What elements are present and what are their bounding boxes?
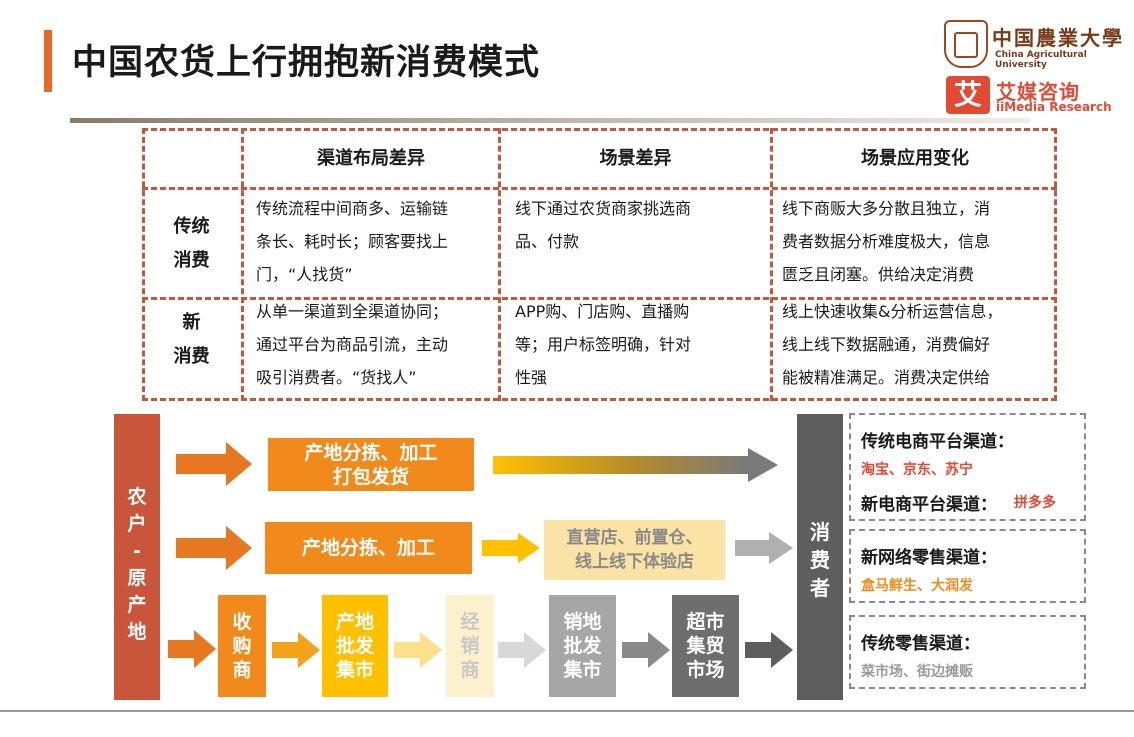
table-cell: 线下通过农货商家挑选商 品、付款 (515, 199, 692, 251)
source-farmer-box: 农 户 - 原 产 地 (114, 414, 160, 700)
flow-arrow (272, 632, 320, 668)
flow-arrow (394, 632, 442, 668)
iimedia-logo-mark: 艾 (946, 76, 990, 114)
cau-logo-name: 中国農業大學 (992, 26, 1124, 50)
channel-examples: 拼多多 (1014, 495, 1056, 511)
flow-arrow (176, 526, 252, 570)
cau-logo-en: China Agricultural University (995, 50, 1087, 70)
flow-arrow (482, 533, 540, 563)
channel-title: 传统零售渠道： (861, 634, 980, 654)
flow-arrow (735, 532, 793, 564)
row2-retail-box: 直营店、前置仓、 线上线下体验店 (544, 520, 725, 580)
table-cell: 从单一渠道到全渠道协同； 通过平台为商品引流，主动 吸引消费者。“货找人” (256, 302, 449, 387)
channel-box-new-retail: 新网络零售渠道： 盒马鲜生、大润发 (849, 529, 1086, 603)
table-header: 场景应用变化 (861, 148, 969, 169)
flow-arrow (622, 632, 670, 668)
channel-title: 传统电商平台渠道： (861, 432, 1014, 452)
channel-title: 新电商平台渠道： (861, 495, 997, 515)
iimedia-logo-name: 艾媒咨询 (996, 80, 1080, 104)
row-label-new: 新 消费 (173, 312, 210, 367)
flow-arrow (168, 630, 216, 668)
table-cell: 线下商贩大多分散且独立，消 费者数据分析难度极大，信息 匮乏且闭塞。供给决定消费 (782, 199, 991, 284)
comparison-table: 渠道布局差异 场景差异 场景应用变化 传统 消费 传统流程中间商多、运输链 条长… (142, 128, 1057, 401)
cau-emblem-logo (944, 20, 988, 68)
table-cell: 传统流程中间商多、运输链 条长、耗时长；顾客要找上 门，“人找货” (256, 199, 449, 284)
flow-arrow-gradient (493, 448, 778, 482)
row3-box-buyer: 收 购 商 (218, 595, 266, 697)
row-label-traditional: 传统 消费 (173, 216, 210, 271)
row3-box-destination-market: 销地 批发 集市 (549, 595, 616, 697)
table-header: 渠道布局差异 (317, 148, 425, 169)
title-divider (70, 118, 1030, 123)
channel-examples: 盒马鲜生、大润发 (861, 578, 973, 594)
row1-process-box: 产地分拣、加工 打包发货 (268, 438, 474, 491)
table-divider (142, 297, 1057, 300)
flow-arrow (498, 632, 546, 668)
table-cell: 线上快速收集&分析运营信息， 线上线下数据融通，消费偏好 能被精准满足。消费决定… (782, 302, 1003, 387)
table-divider (142, 187, 1057, 190)
table-divider (241, 128, 244, 401)
flow-arrow (745, 632, 793, 668)
row3-box-distributor: 经 销 商 (446, 595, 494, 697)
channel-examples: 淘宝、京东、苏宁 (861, 462, 973, 478)
consumer-box: 消 费 者 (797, 414, 843, 700)
channel-box-traditional-retail: 传统零售渠道： 菜市场、街边摊贩 (849, 615, 1086, 689)
row2-process-box: 产地分拣、加工 (265, 522, 472, 574)
flow-arrow (176, 442, 252, 486)
footer-divider (0, 710, 1134, 712)
table-header: 场景差异 (599, 148, 672, 169)
table-divider (498, 128, 501, 401)
table-divider (770, 128, 773, 401)
iimedia-logo-en: iiMedia Research (996, 100, 1112, 114)
row3-box-supermarket: 超市 集贸 市场 (672, 595, 739, 697)
table-cell: APP购、门店购、直播购 等；用户标签明确，针对 性强 (515, 302, 692, 387)
title-accent-bar (44, 30, 52, 92)
channel-box-ecommerce: 传统电商平台渠道： 淘宝、京东、苏宁 新电商平台渠道： 拼多多 (849, 413, 1086, 521)
channel-examples: 菜市场、街边摊贩 (861, 664, 973, 680)
channel-title: 新网络零售渠道： (861, 548, 997, 568)
table-border (142, 128, 1057, 401)
page-title: 中国农货上行拥抱新消费模式 (72, 43, 541, 83)
row3-box-origin-market: 产地 批发 集市 (322, 595, 388, 697)
